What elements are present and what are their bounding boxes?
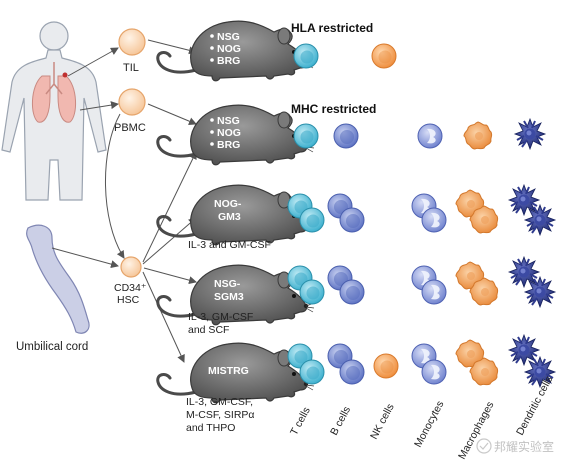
- label-dendritic-cells: Dendritic cells: [514, 374, 555, 437]
- mouse-1-strain-1: NSG: [217, 31, 240, 43]
- watermark-text: 邦耀实验室: [494, 439, 554, 454]
- mouse-3-strain-2: GM3: [218, 211, 241, 223]
- mouse-4-caption-2: and SCF: [188, 324, 229, 336]
- bcell: [333, 123, 359, 149]
- mouse-2-strain-1: NSG: [217, 115, 240, 127]
- umbilical-cord-icon: [26, 224, 90, 334]
- macrophage: [463, 121, 493, 150]
- mouse-4-caption-1: IL-3, GM-CSF: [188, 311, 253, 323]
- row-5-cells: [287, 334, 556, 388]
- tcell: [293, 43, 319, 69]
- mouse-5-caption-1: IL-3, GM-CSF,: [186, 396, 253, 408]
- mouse-3-caption-1: IL-3 and GM-CSF: [188, 239, 271, 251]
- tcell: [293, 123, 319, 149]
- hsc-cell: [120, 256, 142, 278]
- mouse-5-caption-3: and THPO: [186, 422, 235, 434]
- mouse-2-strain-2: NOG: [217, 127, 241, 139]
- dendritic-cell: [514, 118, 546, 150]
- mouse-5-caption-2: M-CSF, SIRPα: [186, 409, 255, 421]
- til-cell: [118, 28, 146, 56]
- connector-arrows: [51, 39, 197, 363]
- label-b-cells: B cells: [328, 404, 353, 437]
- watermark: 邦耀实验室: [476, 438, 554, 454]
- hsc-label-line1: CD34⁺: [114, 282, 147, 294]
- label-t-cells: T cells: [288, 405, 313, 437]
- heading-mhc-restricted: MHC restricted: [291, 102, 376, 116]
- mouse-3-strain-1: NOG-: [214, 198, 242, 210]
- umbilical-cord-label: Umbilical cord: [16, 341, 88, 353]
- nkcell: [371, 43, 397, 69]
- human-figure-icon: [1, 21, 107, 201]
- pbmc-label: PBMC: [114, 122, 146, 134]
- mouse-5-strain-1: MISTRG: [208, 365, 249, 377]
- pbmc-cell: [118, 88, 146, 116]
- mouse-1-strain-2: NOG: [217, 43, 241, 55]
- label-nk-cells: NK cells: [368, 402, 397, 442]
- mouse-4-strain-2: SGM3: [214, 291, 244, 303]
- label-macrophages: Macrophages: [456, 400, 496, 462]
- mouse-1-strain-3: BRG: [217, 55, 240, 67]
- heading-hla-restricted: HLA restricted: [291, 21, 373, 35]
- mouse-2-strain-3: BRG: [217, 139, 240, 151]
- mouse-4-strain-1: NSG-: [214, 278, 241, 290]
- til-label: TIL: [123, 62, 139, 74]
- row-4-cells: [287, 256, 556, 308]
- monocyte: [417, 123, 443, 149]
- row-3-cells: [287, 184, 556, 236]
- hsc-label-line2: HSC: [117, 294, 140, 306]
- label-monocytes: Monocytes: [412, 399, 446, 449]
